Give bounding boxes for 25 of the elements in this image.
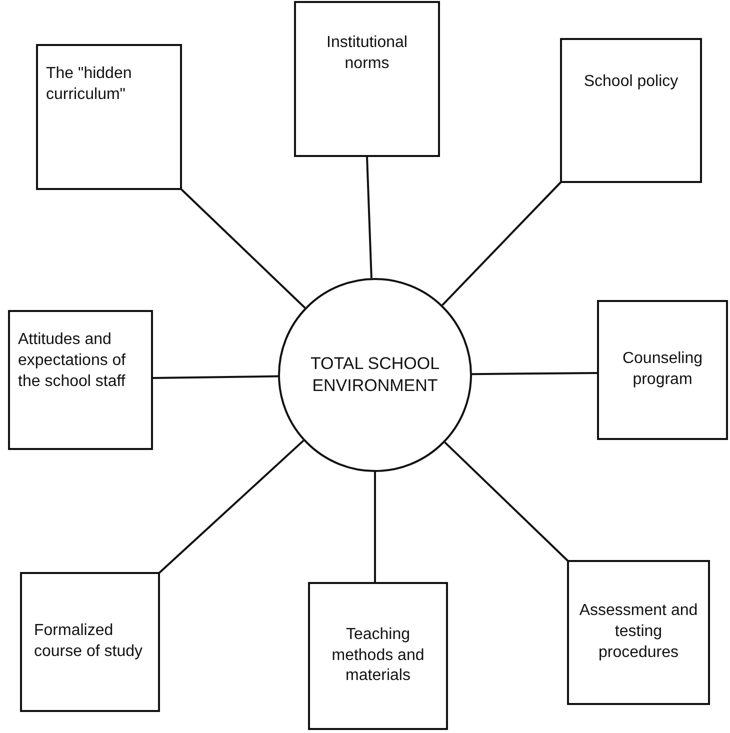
connector-line bbox=[374, 472, 376, 582]
connector-line bbox=[157, 440, 304, 575]
topic-label: The "hidden curriculum" bbox=[46, 64, 133, 105]
topic-box bbox=[8, 310, 153, 450]
topic-box bbox=[36, 44, 182, 190]
topic-box bbox=[20, 572, 160, 712]
topic-label: Assessment and testing procedures bbox=[578, 601, 699, 663]
topic-label: School policy bbox=[584, 72, 678, 92]
topic-label: Formalized course of study bbox=[34, 621, 144, 662]
topic-box bbox=[294, 1, 440, 157]
connector-line bbox=[444, 442, 569, 562]
topic-label: Institutional norms bbox=[326, 33, 408, 74]
center-title: TOTAL SCHOOL ENVIRONMENT bbox=[310, 352, 440, 397]
topic-label: Counseling program bbox=[621, 349, 704, 390]
connector-line bbox=[180, 188, 306, 309]
topic-box bbox=[597, 300, 728, 440]
topic-box bbox=[308, 582, 448, 730]
topic-label: Teaching methods and materials bbox=[330, 624, 426, 686]
topic-label: Attitudes and expectations of the school staff bbox=[18, 330, 127, 392]
connector-line bbox=[152, 375, 278, 379]
connector-line bbox=[472, 372, 598, 376]
connector-line bbox=[442, 181, 562, 306]
topic-box bbox=[567, 560, 710, 705]
topic-box bbox=[560, 38, 702, 183]
connector-line bbox=[366, 156, 372, 278]
